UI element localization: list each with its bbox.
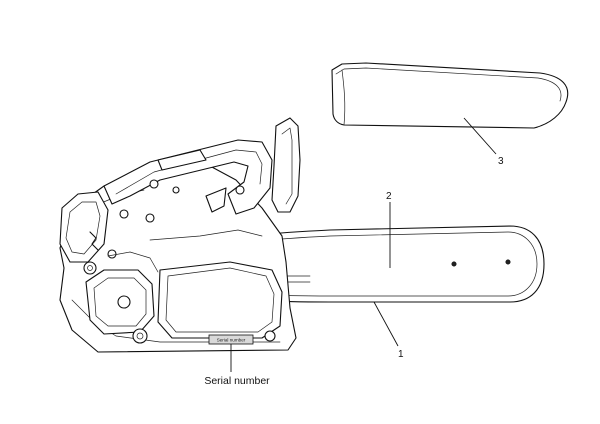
- serial-number-caption: Serial number: [204, 375, 270, 387]
- callout-3-leader: [463, 117, 497, 155]
- callout-1: 1: [398, 349, 404, 360]
- serial-plate-text: Serial number: [217, 338, 246, 343]
- serial-plate: Serial number: [208, 334, 254, 345]
- top-handle: [103, 117, 301, 215]
- callout-1-leader: [373, 301, 399, 347]
- callout-3: 3: [498, 156, 504, 167]
- callout-2: 2: [386, 191, 392, 202]
- chain-guard: [331, 62, 569, 129]
